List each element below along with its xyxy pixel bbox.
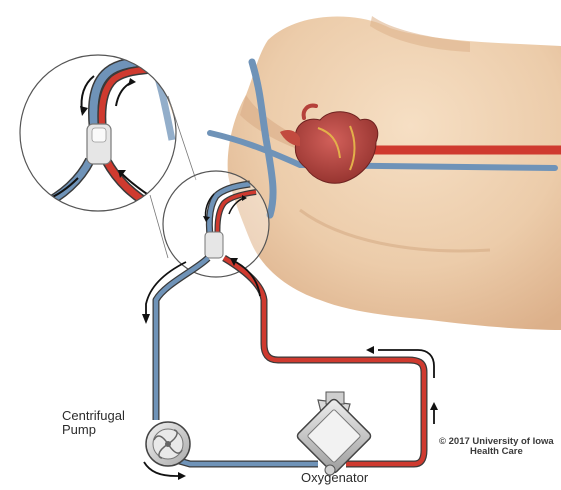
venous-line: [156, 258, 208, 420]
y-connector-icon: [87, 124, 111, 164]
cannulation-site-circle: [163, 171, 269, 277]
torso: [228, 17, 561, 330]
pump-label-line2: Pump: [62, 423, 125, 437]
pump-label-line1: Centrifugal: [62, 409, 125, 423]
centrifugal-pump-icon: [146, 422, 190, 466]
copyright-notice: © 2017 University of Iowa Health Care: [439, 437, 554, 457]
patient-body: [228, 16, 561, 330]
copyright-line2: Health Care: [439, 447, 554, 457]
oxygenator-label: Oxygenator: [301, 471, 368, 485]
centrifugal-pump-label: Centrifugal Pump: [62, 409, 125, 436]
